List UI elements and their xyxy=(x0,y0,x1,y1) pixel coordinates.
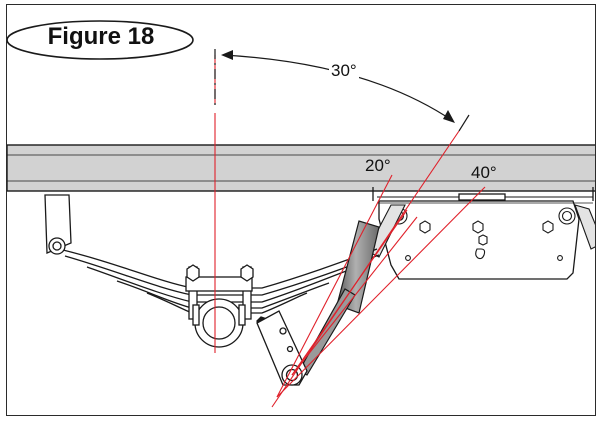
angle-label-30: 30° xyxy=(329,61,359,81)
figure-label: Figure 18 xyxy=(47,23,155,50)
figure-frame: Figure 18 30° 20° 40° xyxy=(6,4,596,416)
figure-label-badge xyxy=(7,20,194,60)
angle-label-20: 20° xyxy=(365,156,391,175)
angle-label-40: 40° xyxy=(471,163,497,182)
hanger-bracket xyxy=(372,187,594,280)
front-hanger xyxy=(44,194,72,255)
reference-lines xyxy=(214,55,486,408)
axle-u-bolts xyxy=(185,264,270,348)
angle-extension-lines xyxy=(214,49,470,132)
shock-absorber xyxy=(298,220,380,376)
suspension-diagram xyxy=(7,20,595,408)
frame-rail xyxy=(7,144,595,192)
equalizer-links xyxy=(366,204,595,258)
